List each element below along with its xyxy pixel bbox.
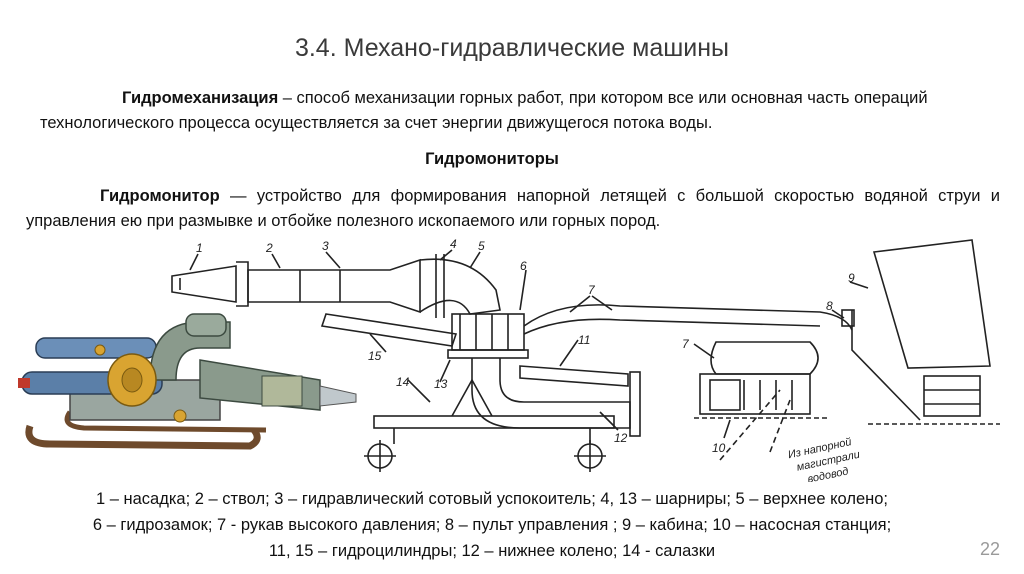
caption-line-1: 1 – насадка; 2 – ствол; 3 – гидравлическ… xyxy=(95,490,888,508)
label-6: 6 xyxy=(520,259,527,273)
figure-caption: 1 – насадка; 2 – ствол; 3 – гидравлическ… xyxy=(0,486,984,564)
hydromonitor-figure: 1 2 3 4 5 6 7 7 8 9 10 11 12 13 14 15 Из… xyxy=(18,237,1000,482)
label-9: 9 xyxy=(848,271,855,285)
drawing-barrel xyxy=(247,258,421,314)
label-13: 13 xyxy=(434,377,448,391)
label-7-hose: 7 xyxy=(588,283,596,297)
slide-title: 3.4. Механо-гидравлические машины xyxy=(294,34,730,62)
drawing-hose xyxy=(523,304,853,331)
label-10: 10 xyxy=(712,441,726,455)
drawing-cylinder-15 xyxy=(320,313,458,347)
label-12: 12 xyxy=(614,431,628,445)
label-15: 15 xyxy=(368,349,382,363)
drawing-nozzle xyxy=(171,265,237,303)
section-heading: Гидромониторы xyxy=(425,150,559,168)
water-inlet-annotation: Из напорной магистрали водовод xyxy=(787,436,861,482)
label-11: 11 xyxy=(578,333,590,347)
label-3: 3 xyxy=(322,239,329,253)
intro-term: Гидромеханизация xyxy=(122,89,279,107)
page-number: 22 xyxy=(979,539,1000,559)
definition-term: Гидромонитор xyxy=(100,187,220,205)
photo-rod xyxy=(18,378,30,388)
hydromonitor-drawing xyxy=(171,239,1000,472)
label-1: 1 xyxy=(196,241,203,255)
label-14: 14 xyxy=(396,375,410,389)
photo-nozzle xyxy=(319,385,357,407)
intro-text: – способ механизации горных работ, при к… xyxy=(40,89,928,132)
definition-paragraph: Гидромонитор — устройство для формирован… xyxy=(26,184,1000,234)
drawing-labels: 1 2 3 4 5 6 7 7 8 9 10 11 12 13 14 15 xyxy=(196,237,855,455)
label-2: 2 xyxy=(265,241,273,255)
drawing-cabin xyxy=(872,239,991,369)
definition-text: — устройство для формирования напорной л… xyxy=(26,187,1000,230)
label-4: 4 xyxy=(450,237,457,251)
photo-elbow-top xyxy=(185,313,227,337)
label-8: 8 xyxy=(826,299,833,313)
label-5: 5 xyxy=(478,239,485,253)
drawing-skid xyxy=(373,415,615,429)
photo-skid xyxy=(25,424,261,450)
drawing-control-pole xyxy=(851,310,921,421)
photo-barrel-band xyxy=(261,375,303,407)
intro-paragraph: Гидромеханизация – способ механизации го… xyxy=(40,86,980,136)
label-7-hose-2: 7 xyxy=(682,337,690,351)
drawing-swivel xyxy=(451,313,525,351)
photo-skid-rear xyxy=(64,410,267,433)
hydromonitor-photo xyxy=(18,313,357,450)
caption-line-2: 6 – гидрозамок; 7 - рукав высокого давле… xyxy=(92,516,892,534)
drawing-cylinder-11 xyxy=(519,365,629,387)
drawing-upper-elbow xyxy=(419,258,501,315)
caption-line-3: 11, 15 – гидроцилиндры; 12 – нижнее коле… xyxy=(268,542,716,560)
